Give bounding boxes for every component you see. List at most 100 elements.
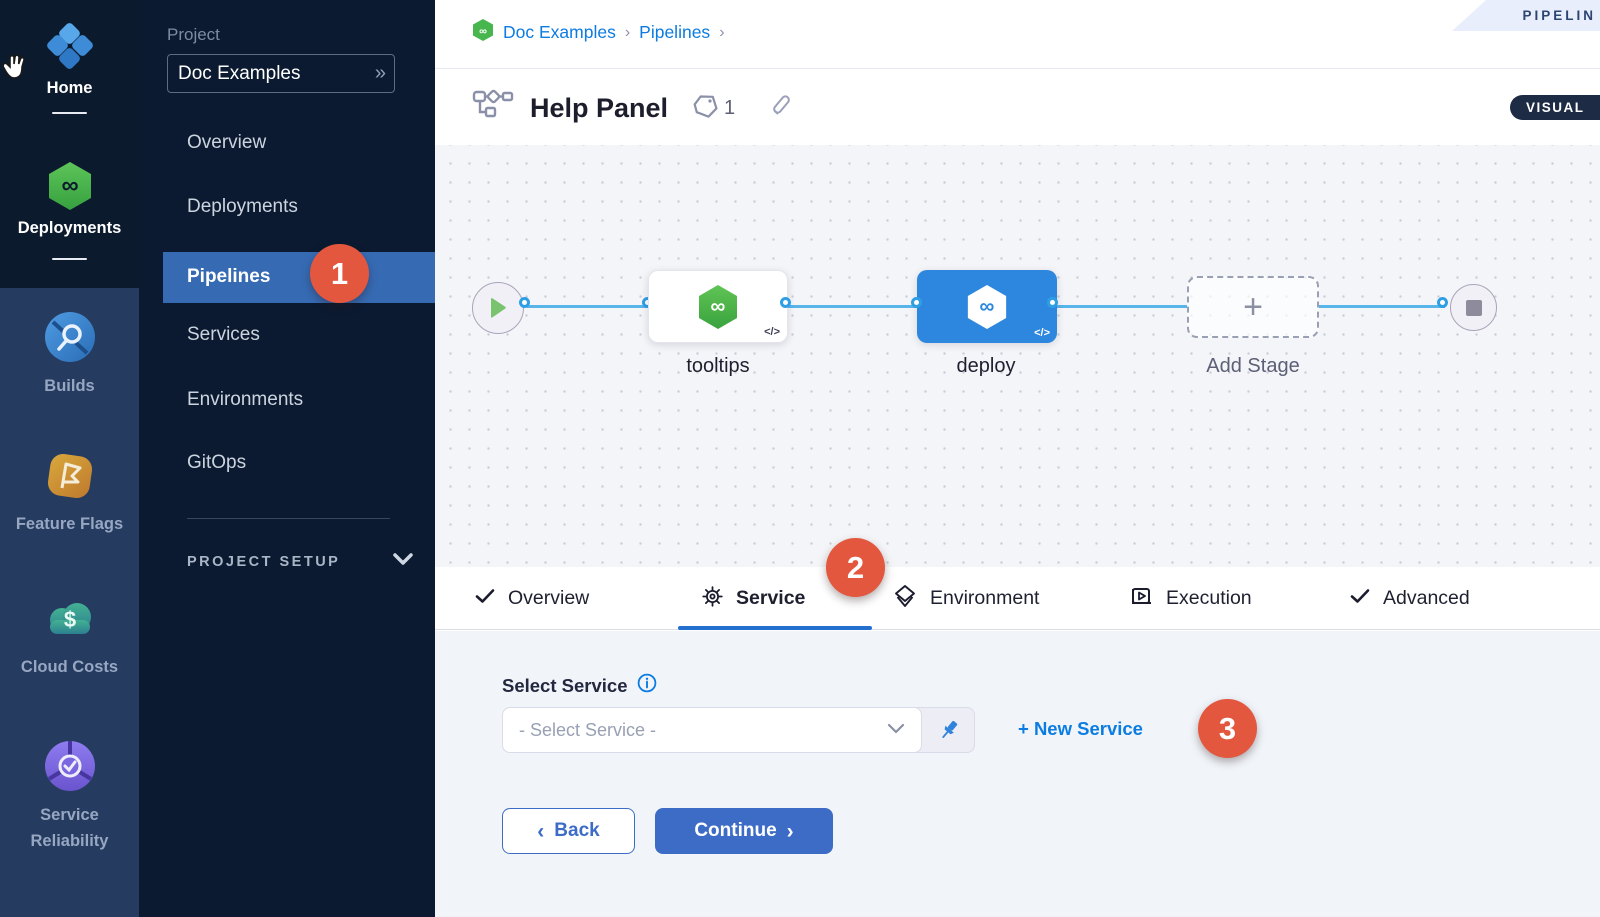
tab-label: Advanced (1383, 587, 1470, 609)
layers-diamond-icon (893, 584, 917, 613)
tab-label: Execution (1166, 587, 1252, 609)
back-button[interactable]: ‹ Back (502, 808, 635, 854)
tab-advanced[interactable]: Advanced (1350, 567, 1470, 630)
active-tab-underline (678, 626, 872, 630)
callout-step-3: 3 (1198, 699, 1257, 758)
tab-overview[interactable]: Overview (475, 567, 589, 630)
pipeline-edge (1055, 305, 1187, 308)
nav-item-environments[interactable]: Environments (187, 389, 304, 410)
rail-item-feature-flags[interactable]: Feature Flags (0, 448, 139, 534)
harness-stage-icon: ∞ (696, 283, 740, 331)
pipeline-end-node[interactable] (1450, 284, 1497, 331)
stage-tabbar: Overview Service (435, 567, 1600, 630)
module-rail: Home ∞ Deployments Builds (0, 0, 139, 917)
visual-yaml-toggle[interactable]: VISUAL (1510, 95, 1600, 120)
tag-icon (692, 93, 718, 124)
double-chevron-right-icon[interactable]: » (374, 62, 386, 84)
stage-node-deploy-selected[interactable]: ∞ </> (917, 270, 1057, 343)
chevron-down-icon (887, 721, 905, 739)
stage-label: tooltips (686, 355, 750, 377)
nav-item-deployments[interactable]: Deployments (187, 196, 298, 217)
harness-cd-icon: ∞ (472, 18, 494, 47)
nav-item-overview[interactable]: Overview (187, 132, 267, 153)
tab-label: Overview (508, 587, 590, 609)
rail-item-deployments[interactable]: ∞ Deployments (0, 158, 139, 238)
banner-label: PIPELIN (1522, 8, 1596, 23)
stop-icon (1465, 299, 1482, 316)
service-reliability-icon (42, 738, 98, 799)
harness-stage-icon: ∞ (965, 283, 1009, 331)
callout-step-1: 1 (310, 244, 369, 303)
project-selector[interactable]: Doc Examples » (167, 54, 395, 93)
select-service-dropdown[interactable]: - Select Service - (502, 707, 922, 753)
connector-port[interactable] (1437, 297, 1448, 308)
continue-button-label: Continue (694, 820, 777, 841)
nav-item-pipelines-active[interactable]: Pipelines (163, 252, 435, 303)
stage-label: Add Stage (1206, 355, 1300, 377)
pin-button[interactable] (915, 707, 975, 753)
check-icon (475, 588, 495, 609)
nav-item-label: Pipelines (187, 266, 271, 287)
breadcrumb-link-project[interactable]: Doc Examples (503, 22, 616, 42)
project-name: Doc Examples (178, 62, 301, 84)
callout-step-2: 2 (826, 538, 885, 597)
continue-button[interactable]: Continue › (655, 808, 833, 854)
edit-pencil-icon[interactable] (769, 93, 795, 124)
deployments-underline (52, 258, 87, 260)
rail-item-builds[interactable]: Builds (0, 308, 139, 396)
tab-environment[interactable]: Environment (893, 567, 1039, 630)
pipeline-canvas[interactable]: ∞ </> ∞ </> + tooltips deploy Add Stage (435, 145, 1600, 567)
code-badge: </> (1034, 327, 1050, 339)
pipeline-edge (527, 305, 652, 308)
connector-port[interactable] (780, 297, 791, 308)
rail-item-label: Home (46, 79, 93, 97)
new-service-link[interactable]: + New Service (1018, 718, 1143, 739)
nav-item-gitops[interactable]: GitOps (187, 452, 247, 473)
play-box-icon (1131, 586, 1153, 611)
connector-port[interactable] (519, 297, 530, 308)
feature-flags-icon (42, 448, 98, 509)
chevron-right-icon: › (786, 819, 794, 843)
rail-item-service-reliability[interactable]: Service Reliability (0, 738, 139, 854)
tab-label: Environment (930, 587, 1040, 609)
main-content: ∞ Doc Examples › Pipelines › PIPELIN (435, 0, 1600, 917)
divider (187, 518, 390, 519)
stage-label: deploy (956, 355, 1016, 377)
tag-count: 1 (724, 97, 736, 119)
project-setup-toggle[interactable]: PROJECT SETUP (187, 552, 414, 571)
home-underline (52, 112, 87, 114)
deployments-icon: ∞ (42, 158, 98, 219)
svg-text:$: $ (63, 607, 75, 632)
rail-highlight-section (0, 288, 139, 917)
pushpin-icon (942, 720, 958, 738)
info-icon[interactable] (637, 673, 657, 698)
play-icon (491, 298, 506, 318)
service-tab-panel: Select Service - Select Service - (435, 631, 1600, 917)
rail-item-home[interactable]: Home (0, 18, 139, 98)
stage-node-tooltips[interactable]: ∞ </> (648, 270, 788, 343)
visual-toggle-label: VISUAL (1526, 100, 1585, 115)
svg-text:∞: ∞ (61, 172, 78, 199)
breadcrumb-link-pipelines[interactable]: Pipelines (639, 22, 711, 42)
cloud-costs-icon: $ (40, 593, 100, 654)
pipeline-flowchart-icon (472, 88, 514, 129)
project-nav-panel: Project Doc Examples » Overview Deployme… (139, 0, 435, 917)
chevron-down-icon (392, 552, 414, 571)
connector-port[interactable] (911, 297, 922, 308)
rail-item-cloud-costs[interactable]: $ Cloud Costs (0, 593, 139, 677)
breadcrumb: ∞ Doc Examples › Pipelines › (472, 18, 725, 47)
hand-cursor (0, 52, 30, 91)
nav-item-services[interactable]: Services (187, 324, 260, 345)
tab-service[interactable]: Service (702, 567, 805, 630)
pipeline-edge (1319, 305, 1445, 308)
rail-item-label: Feature Flags (15, 515, 124, 533)
pipeline-start-node[interactable] (472, 282, 524, 334)
code-badge: </> (764, 326, 780, 338)
add-stage-button[interactable]: + (1187, 276, 1319, 338)
rail-item-label: Builds (44, 377, 95, 395)
connector-port[interactable] (1047, 297, 1058, 308)
gear-icon (702, 585, 723, 612)
tab-execution[interactable]: Execution (1131, 567, 1252, 630)
project-setup-label: PROJECT SETUP (187, 553, 341, 570)
project-section-label: Project (167, 25, 220, 44)
